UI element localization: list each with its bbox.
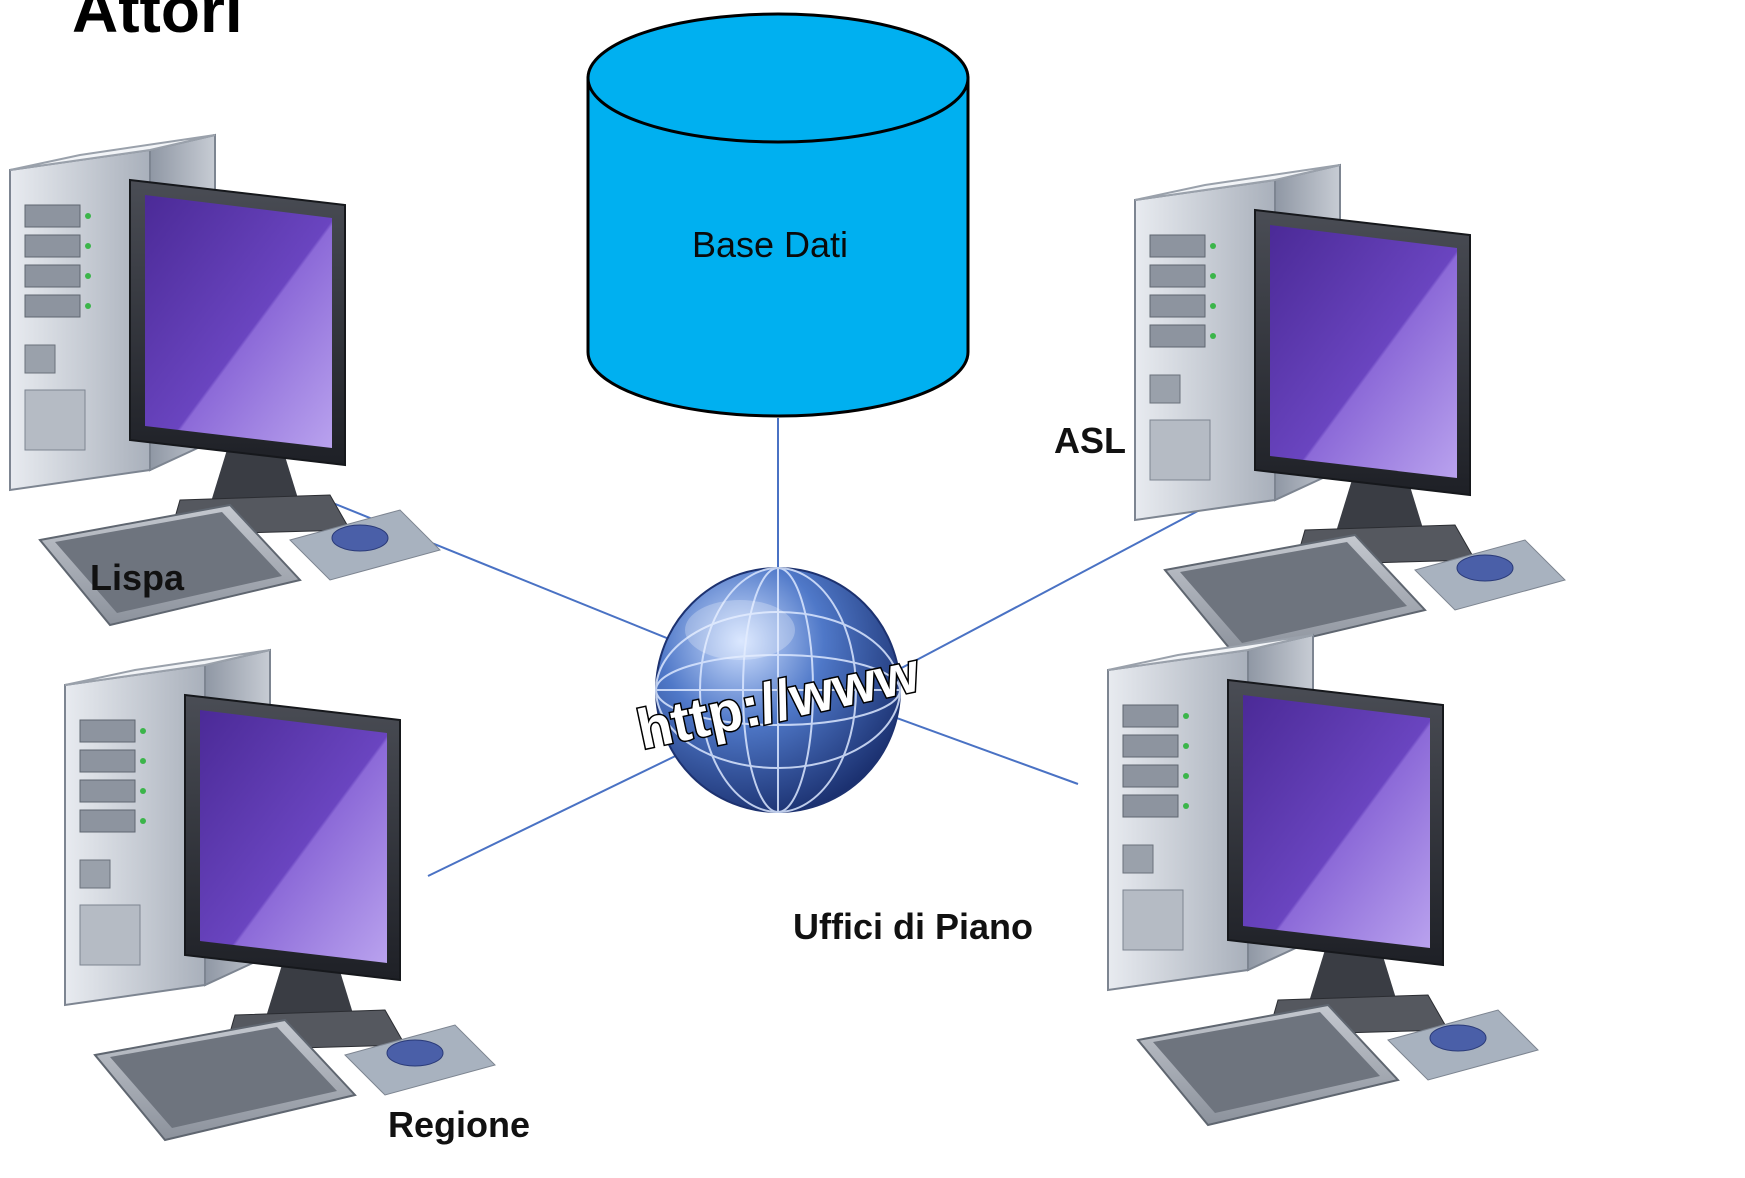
page-title: Attori bbox=[72, 0, 243, 46]
actor-label-regione: Regione bbox=[388, 1104, 531, 1145]
globe-hub: http://www bbox=[630, 567, 927, 813]
actor-label-lispa: Lispa bbox=[90, 557, 185, 598]
database-label: Base Dati bbox=[692, 224, 848, 265]
line-asl-hub bbox=[859, 494, 1229, 691]
computer-uffici-icon bbox=[1107, 634, 1539, 1126]
database-body bbox=[586, 76, 970, 418]
database-top bbox=[586, 12, 970, 144]
computer-asl-icon bbox=[1134, 164, 1566, 656]
database-cylinder: Base Dati bbox=[586, 12, 970, 418]
computer-lispa-icon bbox=[9, 134, 441, 626]
actor-label-asl: ASL bbox=[1054, 420, 1126, 461]
actor-label-uffici: Uffici di Piano bbox=[793, 906, 1034, 947]
computer-regione-icon bbox=[64, 649, 496, 1141]
